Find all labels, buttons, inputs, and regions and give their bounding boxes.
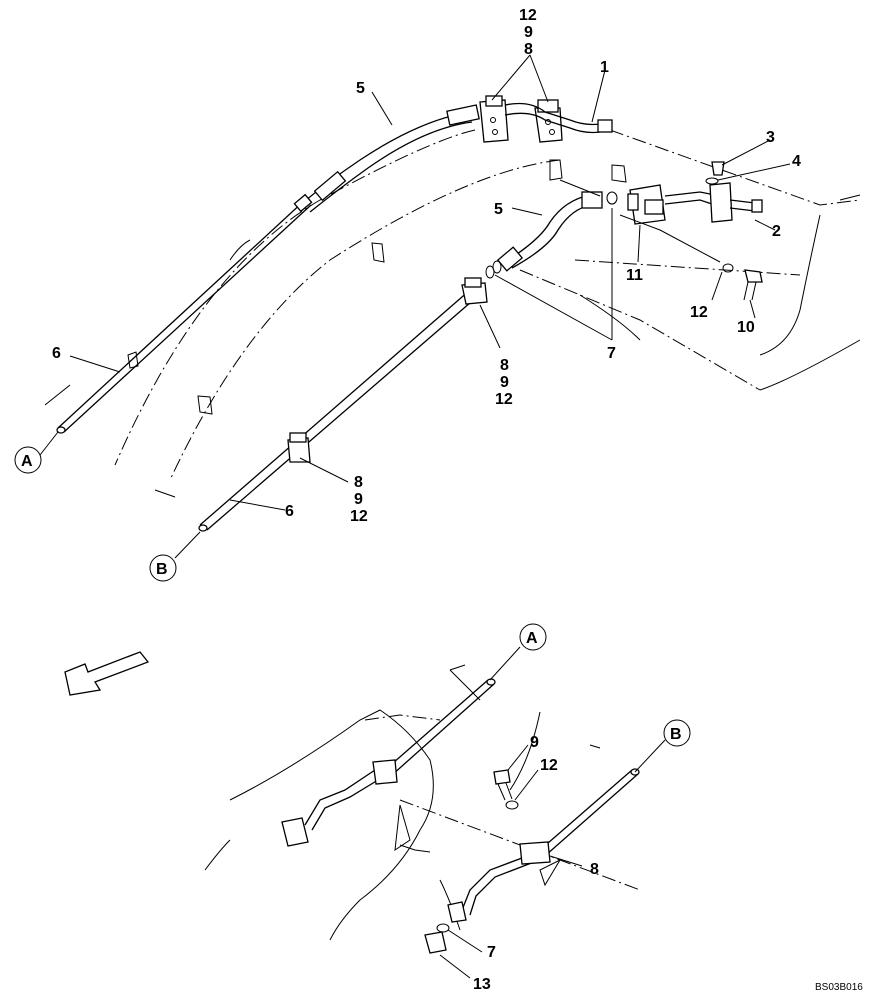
label-8: 8 [590,861,599,878]
label-5: 5 [494,201,503,218]
part-labels-top: 12 9 8 1 5 3 4 5 2 11 12 10 7 6 8 9 12 8… [52,7,801,525]
clamp-on-upper-pipe [293,193,313,213]
pipe-1 [504,102,613,134]
label-2: 2 [772,223,781,240]
washer-12 [722,263,734,273]
label-8: 8 [524,41,533,58]
label-1: 1 [600,59,609,76]
label-9: 9 [524,24,533,41]
boom-outline-bottom [204,664,641,941]
bolt-9-bottom [493,769,513,801]
label-5: 5 [356,80,365,97]
front-direction-arrow-icon [64,651,150,696]
label-8: 8 [500,357,509,374]
label-12: 12 [350,508,368,525]
label-12: 12 [540,757,558,774]
o-rings-7 [485,191,618,279]
clamp-mid-lower [461,277,488,305]
label-9: 9 [500,374,509,391]
callout-b-bottom: B [663,719,691,747]
pipe-2 [664,182,763,223]
label-12: 12 [495,391,513,408]
plug-3 [711,161,725,176]
bolt-10 [743,269,763,301]
valve-block-11 [627,184,666,225]
clamp-upper-right [534,99,563,143]
clamp-upper-left [479,95,509,143]
svg-text:B: B [156,561,168,578]
drawing-code: BS03B016 [815,982,863,993]
svg-text:A: A [526,630,538,647]
callout-a-top: A [14,446,42,474]
label-3: 3 [766,129,775,146]
label-7: 7 [487,944,496,961]
label-12: 12 [519,7,537,24]
svg-text:A: A [21,453,33,470]
label-12: 12 [690,304,708,321]
plug-13-bottom [424,931,447,954]
washer-12-bottom [505,800,519,810]
pipe-6-lower [198,289,479,532]
pipe-a-bottom [281,678,496,847]
o-ring-4 [705,177,719,185]
boom-clips-top [127,159,627,415]
o-ring-7-bottom [436,923,450,933]
label-13: 13 [473,976,491,993]
callout-b-top: B [149,554,177,582]
hose-5-lower [496,191,603,272]
leader-lines-bottom [439,646,666,979]
pipe-6-upper [56,199,312,434]
label-11: 11 [626,267,643,284]
label-4: 4 [792,153,801,170]
boom-outline-top [44,129,861,498]
label-8: 8 [354,474,363,491]
pipe-b-bottom [447,768,640,923]
label-10: 10 [737,319,755,336]
clamp-far-lower [287,432,311,463]
leader-lines-top [39,54,791,559]
label-9: 9 [354,491,363,508]
svg-text:B: B [670,726,682,743]
label-9: 9 [530,734,539,751]
label-7: 7 [607,345,616,362]
part-labels-bottom: 9 12 8 7 13 [473,734,599,993]
hose-5-upper [299,104,480,213]
label-6: 6 [285,503,294,520]
label-6: 6 [52,345,61,362]
callout-a-bottom: A [519,623,547,651]
